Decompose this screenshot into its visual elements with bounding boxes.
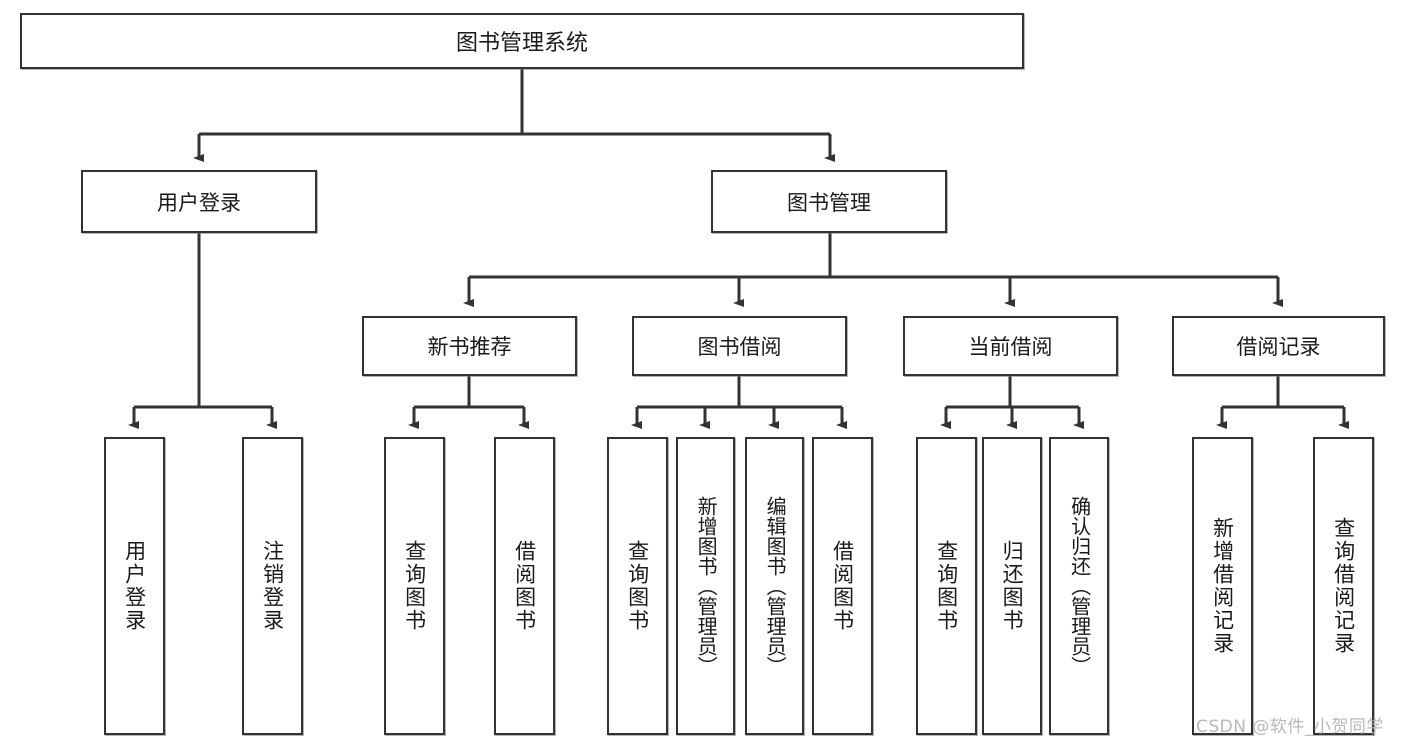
leaf-new-book-borrow[interactable]: 借阅图书 — [494, 437, 555, 735]
node-label: 图书借阅 — [697, 335, 782, 359]
leaf-book-borrow-edit[interactable]: 编辑图书（管理员） — [745, 437, 804, 735]
node-label: 用户登录 — [157, 190, 241, 215]
leaf-current-borrow-return[interactable]: 归还图书 — [982, 437, 1042, 735]
leaf-user-login-signin[interactable]: 用户登录 — [104, 437, 165, 735]
node-label: 借阅记录 — [1236, 335, 1321, 359]
node-label: 用户登录 — [122, 540, 147, 632]
node-label: 确认归还（管理员） — [1067, 496, 1092, 676]
node-root-system[interactable]: 图书管理系统 — [20, 13, 1024, 69]
node-label: 新增图书（管理员） — [694, 496, 719, 676]
leaf-book-borrow-add[interactable]: 新增图书（管理员） — [676, 437, 735, 735]
node-borrow-record[interactable]: 借阅记录 — [1172, 316, 1385, 376]
node-label: 新增借阅记录 — [1210, 517, 1235, 655]
leaf-borrow-record-add[interactable]: 新增借阅记录 — [1192, 437, 1253, 735]
node-label: 查询图书 — [934, 540, 959, 632]
node-new-book-recommend[interactable]: 新书推荐 — [362, 316, 577, 376]
node-book-borrow[interactable]: 图书借阅 — [632, 316, 847, 376]
leaf-book-borrow-query[interactable]: 查询图书 — [607, 437, 668, 735]
node-label: 借阅图书 — [512, 540, 537, 632]
node-label: 编辑图书（管理员） — [763, 496, 788, 676]
node-label: 查询图书 — [402, 540, 427, 632]
node-current-borrow[interactable]: 当前借阅 — [903, 316, 1118, 376]
node-label: 查询图书 — [625, 540, 650, 632]
node-label: 借阅图书 — [830, 540, 855, 632]
leaf-current-borrow-query[interactable]: 查询图书 — [916, 437, 977, 735]
node-label: 新书推荐 — [427, 335, 512, 359]
leaf-book-borrow-borrow[interactable]: 借阅图书 — [812, 437, 873, 735]
leaf-user-login-signout[interactable]: 注销登录 — [242, 437, 303, 735]
leaf-current-borrow-confirm-return[interactable]: 确认归还（管理员） — [1049, 437, 1109, 735]
node-label: 查询借阅记录 — [1331, 517, 1356, 655]
node-label: 图书管理 — [787, 190, 871, 215]
node-label: 当前借阅 — [968, 335, 1053, 359]
leaf-new-book-query[interactable]: 查询图书 — [384, 437, 445, 735]
node-user-login[interactable]: 用户登录 — [81, 170, 317, 233]
watermark: CSDN @软件_小贺同学 — [1196, 717, 1384, 737]
node-label: 注销登录 — [260, 540, 285, 632]
leaf-borrow-record-query[interactable]: 查询借阅记录 — [1313, 437, 1374, 735]
node-book-management[interactable]: 图书管理 — [711, 170, 947, 233]
node-label: 图书管理系统 — [455, 31, 588, 56]
node-label: 归还图书 — [1000, 540, 1025, 632]
